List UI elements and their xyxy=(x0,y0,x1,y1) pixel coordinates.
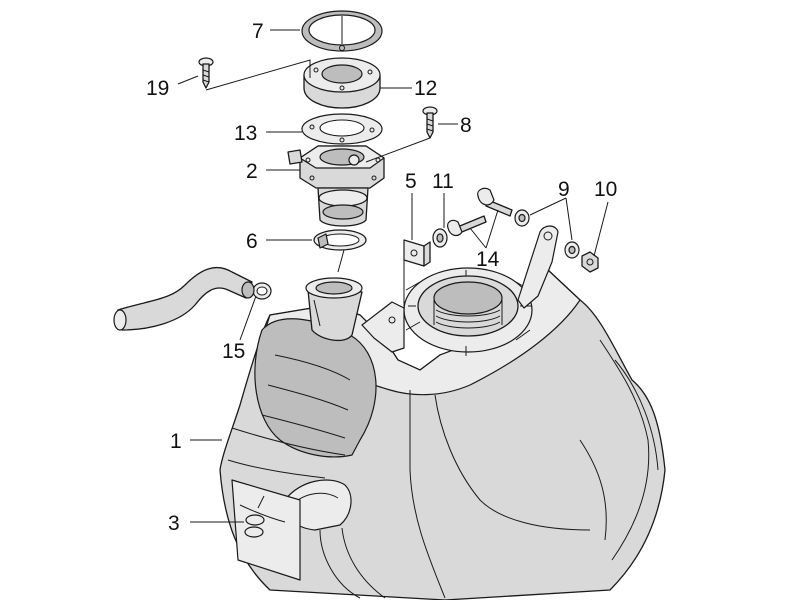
leader-19 xyxy=(177,75,199,85)
part-14-bolt-lower xyxy=(447,215,487,237)
part-9-washer-a xyxy=(514,209,530,227)
part-8-screw xyxy=(422,106,438,139)
callout-19: 19 xyxy=(146,77,169,100)
fuel-hose xyxy=(113,267,255,331)
callout-9: 9 xyxy=(558,178,570,201)
fuel-tank xyxy=(219,269,666,600)
part-13-gasket xyxy=(301,113,383,145)
tank-filler-neck xyxy=(305,277,363,342)
tank-pump-opening xyxy=(403,267,533,356)
callout-8: 8 xyxy=(460,114,472,137)
callout-13: 13 xyxy=(234,122,257,145)
callout-15: 15 xyxy=(222,340,245,363)
part-15-small-clamp xyxy=(252,282,272,300)
part-14-bolt-upper xyxy=(477,187,513,217)
part-3-clip xyxy=(244,495,265,538)
part-10-nut xyxy=(581,251,599,273)
leader-10 xyxy=(593,201,609,257)
part-12-flange-cover xyxy=(303,57,381,109)
callout-14: 14 xyxy=(476,248,500,271)
tank-bracket-left xyxy=(361,301,405,353)
leader-9 xyxy=(529,197,573,241)
leader-8-axis xyxy=(365,137,431,163)
callout-1: 1 xyxy=(170,430,182,453)
callout-2: 2 xyxy=(246,160,258,183)
tank-bracket-right xyxy=(517,225,559,309)
part-19-screw xyxy=(198,57,214,89)
part-2-fuel-pump xyxy=(287,145,385,227)
leader-15 xyxy=(239,295,257,341)
callout-11: 11 xyxy=(432,170,454,193)
callout-10: 10 xyxy=(594,178,617,201)
leader-lines xyxy=(177,29,609,523)
leader-14 xyxy=(469,209,499,249)
part-5-clip-nut xyxy=(403,239,431,267)
callout-6: 6 xyxy=(246,230,258,253)
callout-7: 7 xyxy=(252,20,264,43)
part-6-hose-clamp xyxy=(313,229,367,251)
leader-19-axis xyxy=(205,59,311,91)
part-7-lock-ring xyxy=(301,10,383,52)
part-9-washer-b xyxy=(564,241,580,259)
callout-labels: 7 12 19 13 8 2 5 11 9 10 6 14 15 1 3 xyxy=(146,20,617,535)
callout-3: 3 xyxy=(168,512,180,535)
part-11-washer xyxy=(432,228,448,248)
callout-5: 5 xyxy=(405,170,417,193)
pump-to-tank-guide xyxy=(337,249,345,273)
callout-12: 12 xyxy=(414,77,437,100)
